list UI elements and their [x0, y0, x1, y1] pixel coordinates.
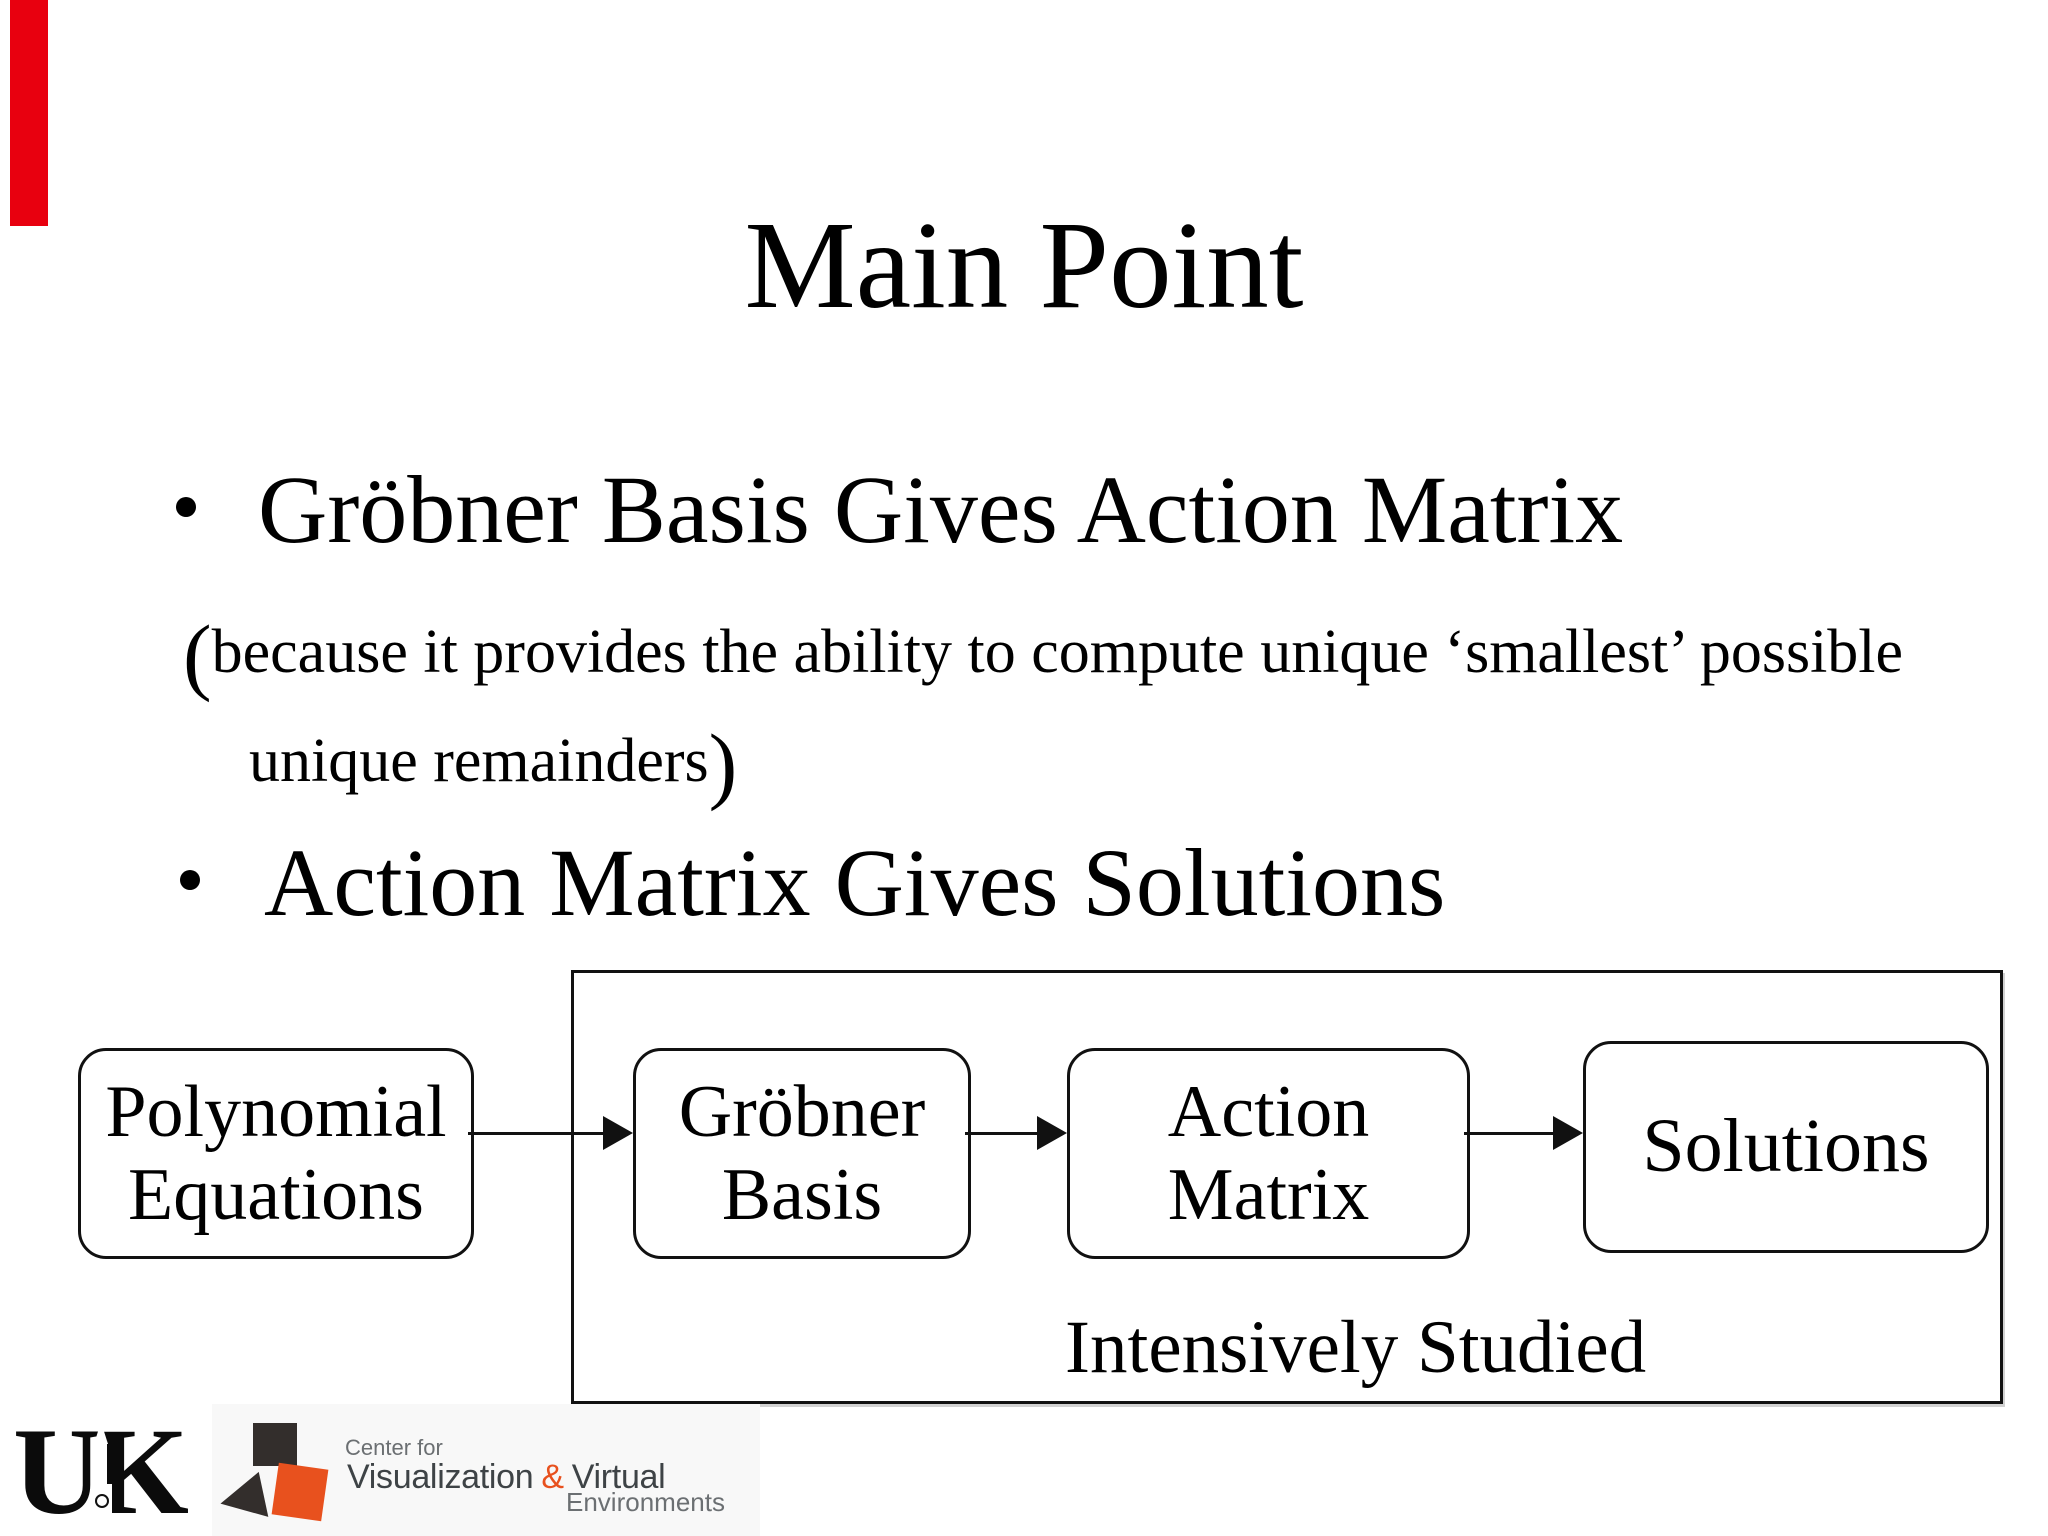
bullet-icon — [180, 870, 200, 890]
flow-arrow-1 — [468, 1132, 603, 1135]
bullet-icon — [176, 497, 196, 517]
note-line-2-text: unique remainders — [249, 727, 709, 795]
node-label-line: Basis — [721, 1153, 883, 1236]
note-line-2: unique remainders) — [249, 721, 737, 807]
uk-logo: UK — [13, 1410, 201, 1534]
node-label-line: Polynomial — [105, 1070, 447, 1153]
node-label-line: Gröbner — [678, 1070, 926, 1153]
slide-title: Main Point — [744, 197, 1304, 335]
node-label-line: Matrix — [1167, 1153, 1370, 1236]
flow-arrow-2 — [965, 1132, 1038, 1135]
cvve-word-visualization: Visualization — [347, 1458, 534, 1496]
intensively-studied-label: Intensively Studied — [1065, 1306, 1647, 1389]
close-paren: ) — [708, 716, 738, 812]
node-polynomial-equations: Polynomial Equations — [78, 1048, 474, 1259]
node-grobner-basis: Gröbner Basis — [633, 1048, 971, 1259]
open-paren: ( — [183, 607, 212, 703]
arrowhead-icon — [1553, 1116, 1583, 1150]
cvve-mark-square-orange-icon — [271, 1462, 329, 1522]
cvve-word-virtual: Virtual — [571, 1458, 666, 1496]
cvve-ampersand: & — [541, 1458, 564, 1496]
node-label-line: Equations — [128, 1153, 424, 1236]
tower-spire-icon — [94, 1422, 108, 1444]
arrowhead-icon — [603, 1116, 633, 1150]
intensively-studied-container — [571, 970, 2003, 1404]
flow-arrow-3 — [1464, 1132, 1554, 1135]
tower-column-icon — [97, 1442, 107, 1504]
cvve-environments: Environments — [566, 1487, 725, 1517]
cvve-visualization-virtual: Visualization&Virtual — [347, 1458, 666, 1496]
arrowhead-icon — [1037, 1116, 1067, 1150]
node-solutions: Solutions — [1583, 1041, 1989, 1253]
node-label-line: Solutions — [1642, 1104, 1930, 1189]
cvve-center-for: Center for — [345, 1435, 443, 1460]
red-annotation-bar — [10, 0, 48, 226]
node-label-line: Action — [1167, 1070, 1370, 1153]
cvve-mark-square-dark-icon — [253, 1423, 297, 1466]
bullet-item-2: Action Matrix Gives Solutions — [264, 829, 1446, 936]
cvve-mark-triangle-icon — [215, 1471, 269, 1527]
note-line-1-text: because it provides the ability to compu… — [211, 618, 1904, 686]
note-line-1: (because it provides the ability to comp… — [183, 612, 1904, 698]
node-action-matrix: Action Matrix — [1067, 1048, 1470, 1259]
bullet-item-1: Gröbner Basis Gives Action Matrix — [258, 456, 1624, 563]
tower-clock-icon — [95, 1494, 109, 1508]
